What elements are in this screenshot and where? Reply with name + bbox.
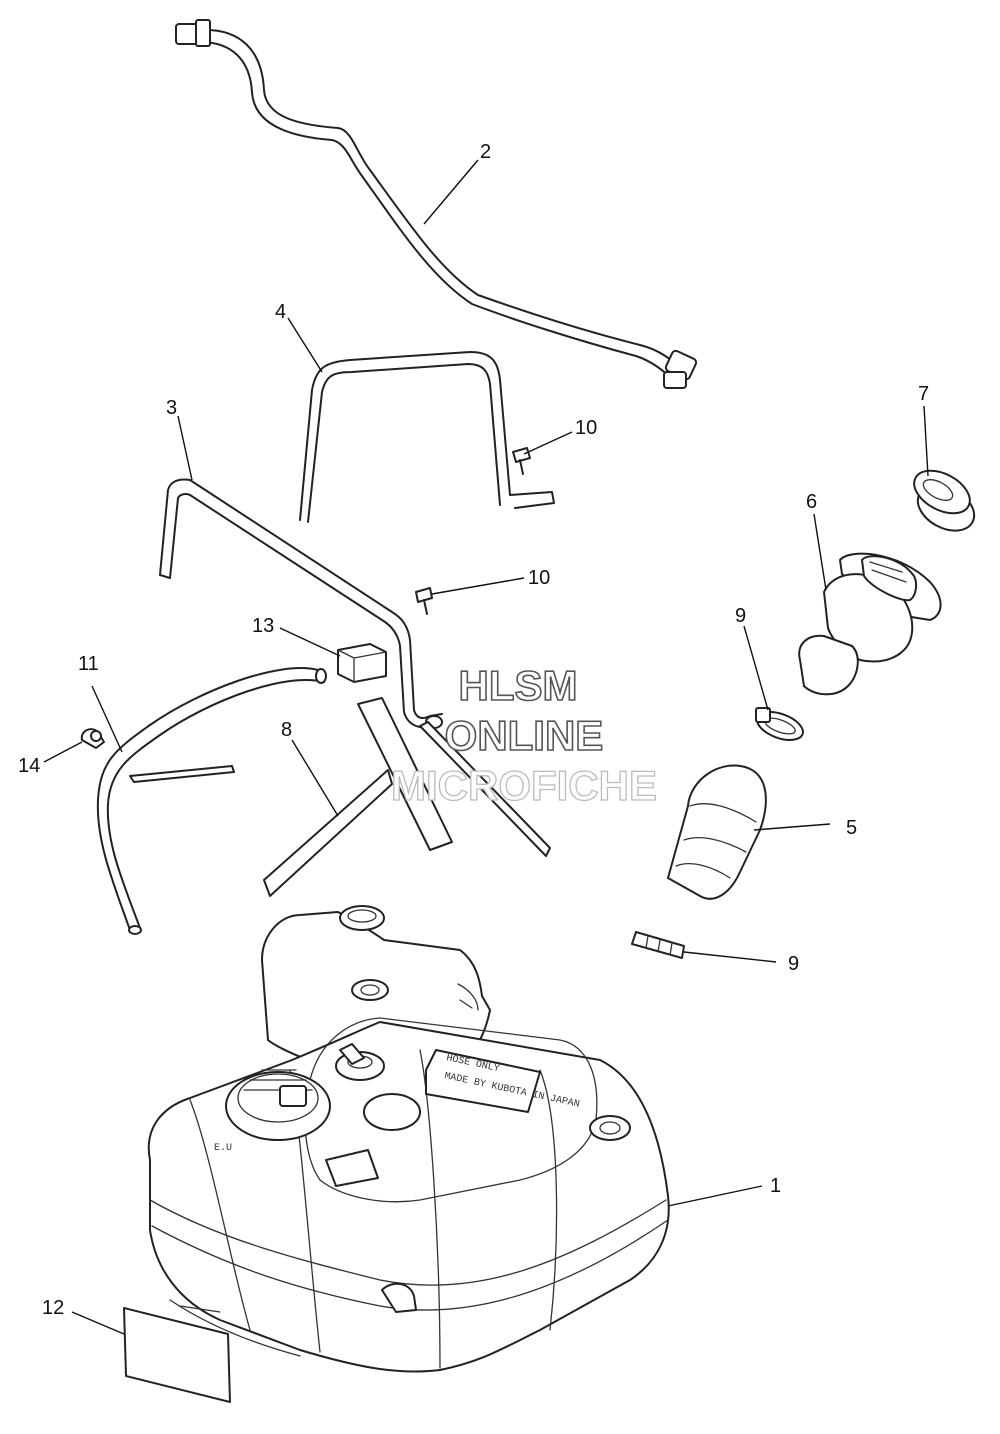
part-2-fuel-line <box>175 19 698 389</box>
callout-4: 4 <box>275 301 286 323</box>
callout-11: 11 <box>78 653 99 675</box>
watermark-line-2: ONLINE <box>445 712 604 759</box>
callouts: 2 4 3 10 10 13 11 14 8 7 6 9 5 9 1 12 <box>18 141 929 1319</box>
callout-9-lower: 9 <box>788 953 799 975</box>
part-10-bolt-lower <box>415 587 433 615</box>
part-7-fuel-cap <box>913 469 976 532</box>
part-3-tank-strap <box>159 478 443 729</box>
leader-lines <box>43 159 929 1335</box>
watermark-line-3: MICROFICHE <box>391 762 657 809</box>
part-6-filler-neck <box>798 552 942 696</box>
part-5-filler-hose <box>667 764 767 900</box>
watermark: HLSM ONLINE MICROFICHE <box>390 661 657 809</box>
tank-cap-mark: E.U <box>214 1143 232 1154</box>
callout-10-lower: 10 <box>528 567 550 589</box>
part-11-vent-hose <box>96 667 327 935</box>
callout-10-upper: 10 <box>575 417 597 439</box>
part-12-label-plate <box>123 1307 231 1403</box>
part-9-clamp-lower <box>631 931 685 959</box>
part-10-bolt-upper <box>512 447 531 475</box>
callout-14: 14 <box>18 755 40 777</box>
part-14-hose-clip <box>80 728 105 749</box>
part-8-pads <box>129 697 551 897</box>
part-4-tank-strap <box>299 351 555 523</box>
callout-7: 7 <box>918 383 929 405</box>
callout-3: 3 <box>166 397 177 419</box>
callout-6: 6 <box>806 491 817 513</box>
part-13-pad <box>337 643 387 683</box>
callout-8: 8 <box>281 719 292 741</box>
callout-1: 1 <box>770 1175 781 1197</box>
watermark-line-1: HLSM <box>459 662 578 709</box>
part-9-clamp-upper <box>755 707 804 741</box>
callout-12: 12 <box>42 1297 64 1319</box>
callout-13: 13 <box>252 615 274 637</box>
callout-2: 2 <box>480 141 491 163</box>
callout-5: 5 <box>846 817 857 839</box>
part-1-fuel-tank: HOSE ONLY MADE BY KUBOTA IN JAPAN E.U <box>147 905 670 1373</box>
callout-9-upper: 9 <box>735 605 746 627</box>
